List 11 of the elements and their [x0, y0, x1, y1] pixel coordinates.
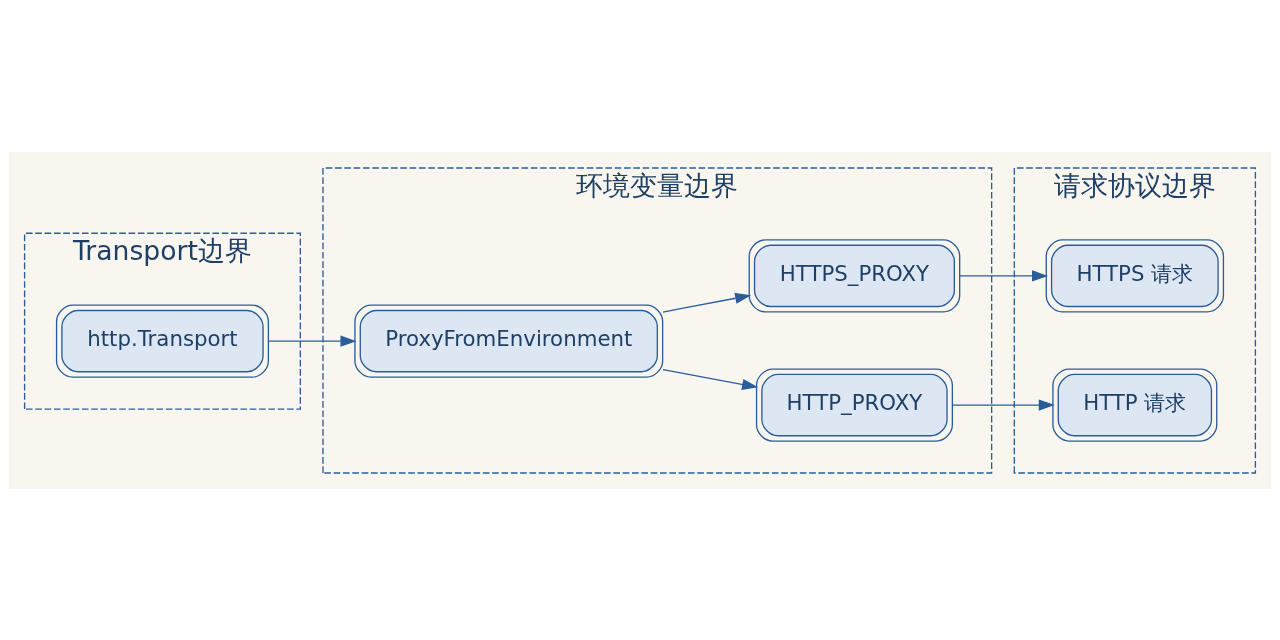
- arrow: [662, 292, 752, 313]
- arrow: [268, 335, 357, 347]
- node-box: HTTP 请求: [1052, 367, 1218, 442]
- arrow: [959, 269, 1048, 281]
- node-box: HTTP_PROXY: [755, 367, 954, 442]
- node-box: HTTPS_PROXY: [748, 238, 961, 312]
- arrow: [662, 368, 759, 390]
- node-box: HTTPS 请求: [1045, 238, 1225, 312]
- node-box: http.Transport: [55, 304, 270, 378]
- arrow: [951, 399, 1055, 411]
- node-box: ProxyFromEnvironment: [354, 304, 664, 378]
